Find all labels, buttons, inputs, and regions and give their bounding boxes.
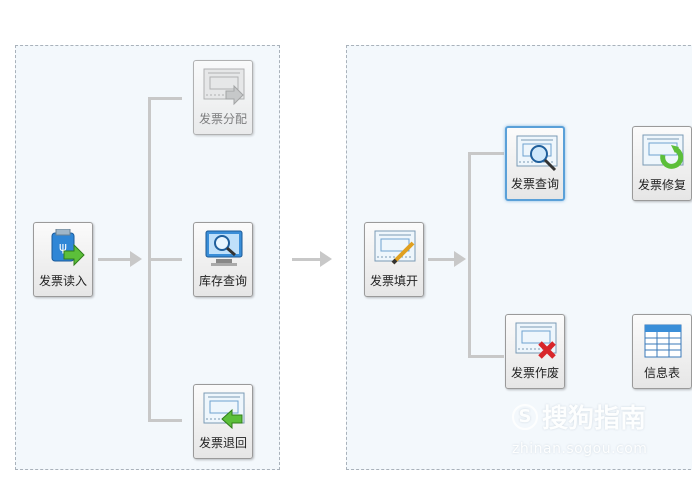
connector-line xyxy=(468,152,504,155)
invoice-void-label: 发票作废 xyxy=(510,366,559,380)
invoice-fill-label: 发票填开 xyxy=(369,274,418,288)
monitor-search-icon xyxy=(202,229,246,269)
invoice-repair-label: 发票修复 xyxy=(637,178,686,192)
invoice-search-icon xyxy=(515,134,559,174)
invoice-fill-button[interactable]: 发票填开 xyxy=(364,222,424,297)
invoice-read-label: 发票读入 xyxy=(38,274,87,288)
sogou-watermark: S 搜狗指南 zhinan.sogou.com xyxy=(512,398,647,457)
stock-query-label: 库存查询 xyxy=(198,274,247,288)
invoice-void-icon xyxy=(514,321,558,361)
invoice-void-button[interactable]: 发票作废 xyxy=(505,314,565,389)
connector-line xyxy=(148,97,182,100)
svg-text:ψ: ψ xyxy=(59,240,67,254)
invoice-return-icon xyxy=(202,391,246,431)
connector-line xyxy=(292,258,320,261)
usb-import-icon: ψ xyxy=(42,228,86,269)
connector-line xyxy=(98,258,130,261)
connector-line xyxy=(148,419,182,422)
info-table-label: 信息表 xyxy=(643,366,680,380)
watermark-brand-text: 搜狗指南 xyxy=(542,404,647,434)
connector-line xyxy=(148,258,182,261)
flow-arrow xyxy=(320,251,332,267)
invoice-query-button[interactable]: 发票查询 xyxy=(505,126,565,201)
watermark-url: zhinan.sogou.com xyxy=(512,441,648,457)
invoice-repair-icon xyxy=(641,133,685,173)
table-icon xyxy=(641,321,685,361)
invoice-assign-button[interactable]: 发票分配 xyxy=(193,60,253,135)
flow-arrow xyxy=(130,251,142,267)
info-table-button[interactable]: 信息表 xyxy=(632,314,692,389)
invoice-assign-label: 发票分配 xyxy=(198,112,247,126)
invoice-repair-button[interactable]: 发票修复 xyxy=(632,126,692,201)
invoice-fill-icon xyxy=(373,229,417,269)
sogou-s-icon: S xyxy=(512,403,538,430)
watermark-brand: S 搜狗指南 xyxy=(512,398,647,435)
invoice-return-button[interactable]: 发票退回 xyxy=(193,384,253,459)
invoice-read-button[interactable]: ψ 发票读入 xyxy=(33,222,93,297)
flow-arrow xyxy=(454,251,466,267)
invoice-query-label: 发票查询 xyxy=(510,177,559,191)
connector-line xyxy=(428,258,454,261)
connector-line xyxy=(468,152,471,358)
stock-query-button[interactable]: 库存查询 xyxy=(193,222,253,297)
connector-line xyxy=(468,355,504,358)
invoice-assign-icon xyxy=(202,67,246,107)
invoice-return-label: 发票退回 xyxy=(198,436,247,450)
